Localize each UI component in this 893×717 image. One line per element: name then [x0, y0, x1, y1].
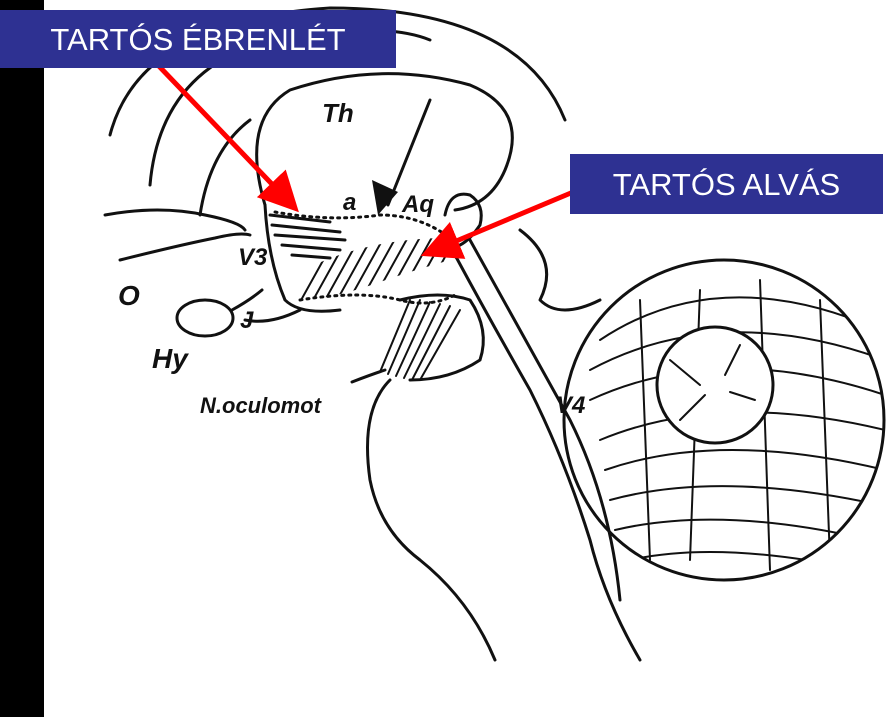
- fourth-ventricle-roof: [520, 230, 600, 310]
- black-arrow-head: [372, 180, 398, 215]
- wake-arrow: [155, 62, 292, 205]
- label-a: a: [343, 189, 356, 216]
- pons-outline: [368, 380, 496, 660]
- oculomotor-nerve: [352, 370, 385, 382]
- callout-wake-text: TARTÓS ÉBRENLÉT: [50, 24, 345, 55]
- callout-sleep-text: TARTÓS ALVÁS: [613, 169, 840, 200]
- pituitary-outline: [177, 300, 233, 336]
- wake-center-hatch: [270, 215, 345, 258]
- anterior-line-upper: [105, 210, 245, 230]
- label-o: O: [118, 280, 140, 311]
- label-aq: Aq: [401, 191, 434, 218]
- black-arrow-shaft: [388, 100, 430, 205]
- label-n-oculomot: N.oculomot: [200, 393, 323, 418]
- callout-wake: TARTÓS ÉBRENLÉT: [0, 10, 396, 68]
- label-th: Th: [322, 98, 354, 128]
- label-v3: V3: [238, 244, 268, 271]
- oculomotor-nucleus-hatch: [380, 300, 460, 380]
- label-j: J: [240, 307, 254, 334]
- cerebellum: [564, 260, 885, 580]
- anterior-line-lower: [120, 234, 250, 260]
- medulla-outline: [400, 295, 483, 380]
- callout-sleep: TARTÓS ALVÁS: [570, 154, 883, 214]
- label-hy: Hy: [152, 343, 189, 374]
- brainstem-anterior: [455, 255, 640, 660]
- label-v4: V4: [556, 392, 585, 419]
